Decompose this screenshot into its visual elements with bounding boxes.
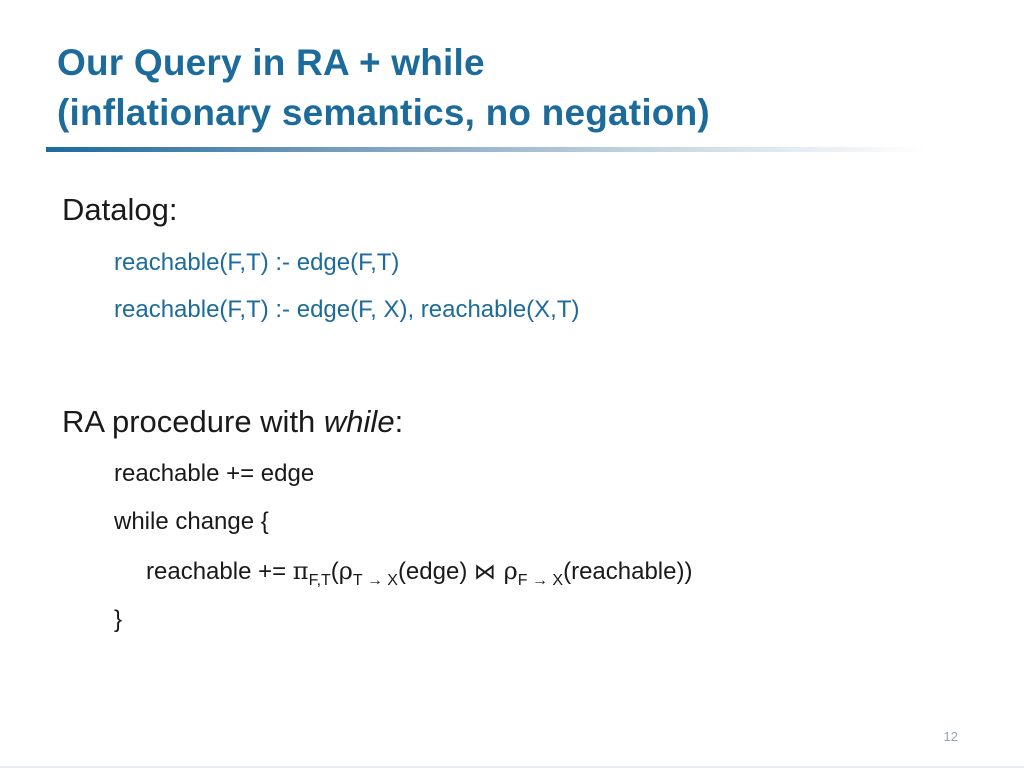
rho-subscript-2: F → X — [517, 572, 564, 589]
datalog-rule-2: reachable(F,T) :- edge(F, X), reachable(… — [114, 296, 580, 323]
edge-arg: (edge) — [397, 558, 474, 585]
ra-while-close: } — [114, 606, 123, 633]
bottom-divider — [0, 766, 1024, 768]
datalog-rule-1: reachable(F,T) :- edge(F,T) — [114, 249, 400, 276]
rho-symbol-2: ρ — [495, 557, 518, 585]
pi-subscript: F,T — [308, 572, 331, 589]
title-divider — [46, 147, 926, 152]
ra-heading-prefix: RA procedure with — [62, 404, 324, 439]
assign-lhs: reachable += — [146, 558, 293, 585]
title-line-1: Our Query in RA + while — [57, 42, 485, 83]
rho-subscript-1: T → X — [352, 572, 398, 589]
ra-heading-suffix: : — [394, 404, 404, 439]
pi-symbol: π — [292, 557, 309, 585]
ra-assign-line: reachable += πF,T(ρT → X(edge) ⋈ ρF → X(… — [146, 557, 692, 590]
natural-join-icon: ⋈ — [473, 560, 496, 585]
open-paren: ( — [330, 558, 339, 585]
ra-heading-emphasis: while — [323, 404, 395, 439]
ra-heading: RA procedure with while: — [62, 404, 403, 440]
rho-symbol-1: ρ — [338, 557, 353, 585]
page-number: 12 — [943, 729, 958, 744]
datalog-heading: Datalog: — [62, 192, 178, 227]
reachable-arg: (reachable)) — [563, 558, 693, 585]
ra-init-line: reachable += edge — [114, 460, 315, 487]
ra-while-open: while change { — [114, 508, 269, 535]
title-line-2: (inflationary semantics, no negation) — [57, 92, 710, 133]
slide-title: Our Query in RA + while (inflationary se… — [57, 38, 710, 138]
